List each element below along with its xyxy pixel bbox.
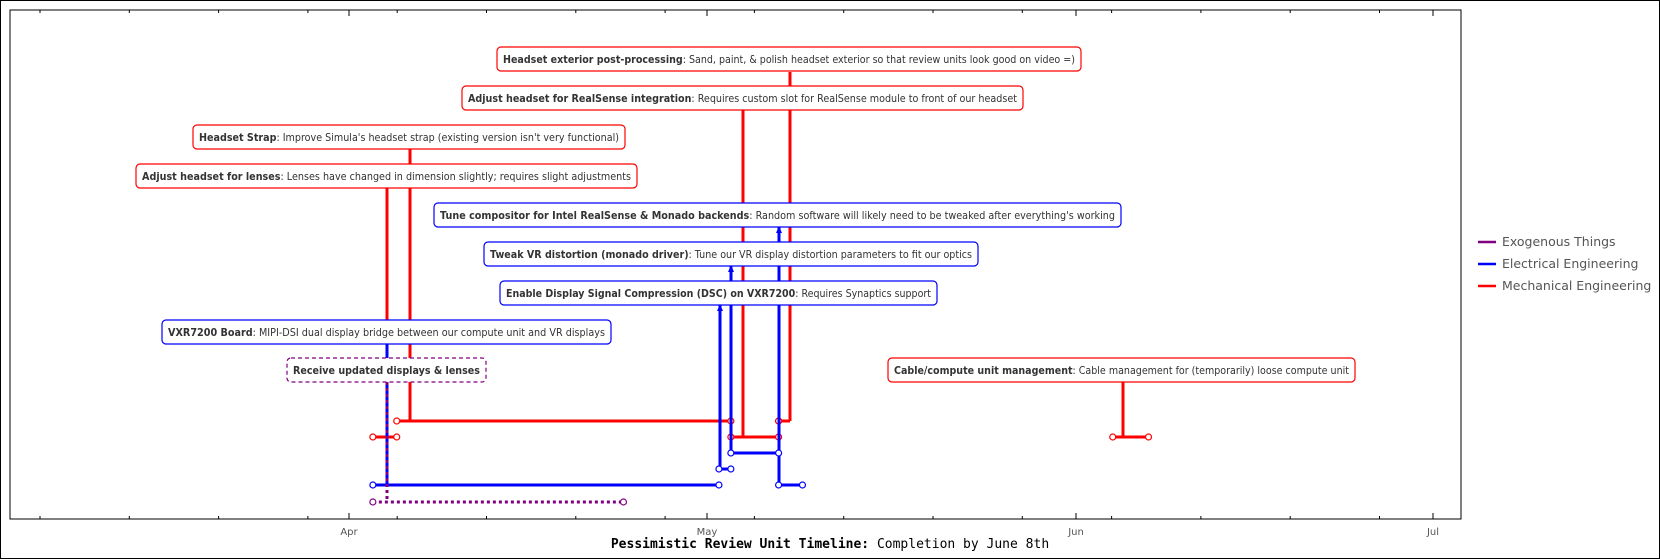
x-tick-label: Jun [1067,527,1084,538]
chart-subtitle: Completion by June 8th [876,537,1050,552]
task-description: : MIPI-DSI dual display bridge between o… [253,327,605,339]
task-label: Headset Strap: Improve Simula's headset … [199,132,619,144]
task-endpoint [369,481,377,489]
task-endpoint [619,498,628,506]
task-endpoint [727,449,735,457]
x-tick-label: Apr [340,527,358,538]
task-endpoint [393,417,401,425]
task-name: Tune compositor for Intel RealSense & Mo… [440,210,749,222]
task-label-box [286,357,487,383]
task-label-box [161,319,612,345]
task-name: Tweak VR distortion (monado driver) [490,249,689,261]
task-arrow-head [717,304,723,311]
task-name: Adjust headset for lenses [142,171,281,183]
task-description: : Lenses have changed in dimension sligh… [281,171,631,183]
task-endpoint [715,465,723,473]
task-label-box [433,202,1122,228]
task-description: : Sand, paint, & polish headset exterior… [683,54,1075,66]
x-tick-label: May [697,527,718,538]
legend-label: Electrical Engineering [1502,256,1638,271]
task-name: Headset exterior post-processing [503,54,683,66]
legend-label: Exogenous Things [1502,234,1616,249]
task-label: Receive updated displays & lenses [293,365,480,377]
task-arrow-head [728,265,734,272]
x-tick-label: Jul [1426,527,1439,538]
task-label: Tune compositor for Intel RealSense & Mo… [440,210,1115,222]
task-label-box [887,357,1356,383]
task-label-box [496,46,1082,72]
task-label: Adjust headset for RealSense integration… [468,93,1017,105]
task-label: Enable Display Signal Compression (DSC) … [506,288,931,300]
task-endpoint [798,481,807,489]
task-endpoint [1144,433,1153,441]
task-description: : Requires custom slot for RealSense mod… [691,93,1017,105]
task-description: : Improve Simula's headset strap (existi… [276,132,619,144]
task-endpoint [774,449,783,457]
task-label: Tweak VR distortion (monado driver): Tun… [490,249,972,261]
task-label-box [135,163,638,189]
task-name: Receive updated displays & lenses [293,365,480,377]
task-endpoint [1109,433,1117,441]
task-label-box [192,124,626,150]
task-label-box [483,241,979,267]
task-label: Headset exterior post-processing: Sand, … [503,54,1075,66]
task-endpoint [715,481,723,489]
task-endpoint [393,433,401,441]
task-name: Cable/compute unit management [894,365,1073,377]
task-name: Headset Strap [199,132,277,144]
task-description: : Cable management for (temporarily) loo… [1073,365,1349,377]
task-name: Enable Display Signal Compression (DSC) … [506,288,795,300]
task-label: Cable/compute unit management: Cable man… [894,365,1349,377]
task-label: Adjust headset for lenses: Lenses have c… [142,171,631,183]
task-description: : Tune our VR display distortion paramet… [689,249,972,261]
legend-label: Mechanical Engineering [1502,278,1651,293]
task-endpoint [369,498,377,506]
task-arrow-head [776,226,782,233]
task-description: : Random software will likely need to be… [749,210,1115,222]
chart-caption: Pessimistic Review Unit Timeline: Comple… [0,537,1660,552]
task-endpoint [774,481,783,489]
task-name: Adjust headset for RealSense integration [468,93,691,105]
chart-title: Pessimistic Review Unit Timeline: [610,537,870,552]
task-label: VXR7200 Board: MIPI-DSI dual display bri… [168,327,605,339]
task-endpoint [727,465,735,473]
task-description: : Requires Synaptics support [795,288,931,300]
task-name: VXR7200 Board [168,327,253,339]
plot-area [9,9,1462,520]
task-endpoint [369,433,377,441]
task-label-box [499,280,938,306]
task-label-box [461,85,1024,111]
